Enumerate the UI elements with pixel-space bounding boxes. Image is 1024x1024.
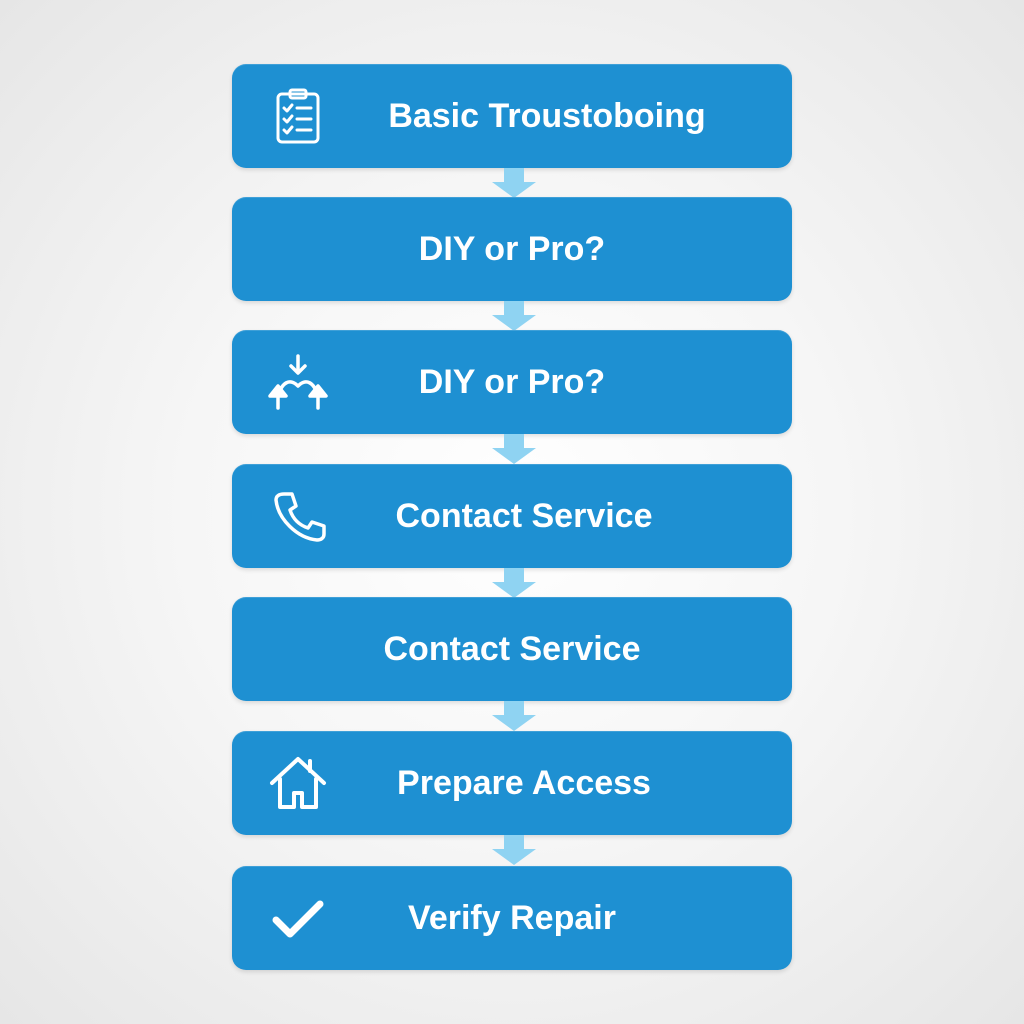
connector-arrow [490,301,538,331]
step-diy-or-pro: DIY or Pro? [232,197,792,301]
phone-icon [266,486,330,546]
decision-arrows-icon [266,352,330,412]
step-label: Basic Troustoboing [388,97,706,135]
step-label: DIY or Pro? [418,363,606,401]
connector-arrow [490,835,538,865]
step-label: Verify Repair [408,899,616,937]
connector-arrow [490,434,538,464]
connector-arrow [490,168,538,198]
clipboard-checklist-icon [266,86,330,146]
step-label: Prepare Access [397,764,651,802]
step-label: Contact Service [395,497,653,535]
house-icon [266,753,330,813]
connector-arrow [490,568,538,598]
step-verify-repair: Verify Repair [232,866,792,970]
step-contact-service-2: Contact Service [232,597,792,701]
step-label: Contact Service [383,630,641,668]
step-contact-service: Contact Service [232,464,792,568]
step-diy-or-pro-decision: DIY or Pro? [232,330,792,434]
checkmark-icon [266,888,330,948]
step-label: DIY or Pro? [418,230,606,268]
connector-arrow [490,701,538,731]
step-prepare-access: Prepare Access [232,731,792,835]
step-basic-troubleshooting: Basic Troustoboing [232,64,792,168]
